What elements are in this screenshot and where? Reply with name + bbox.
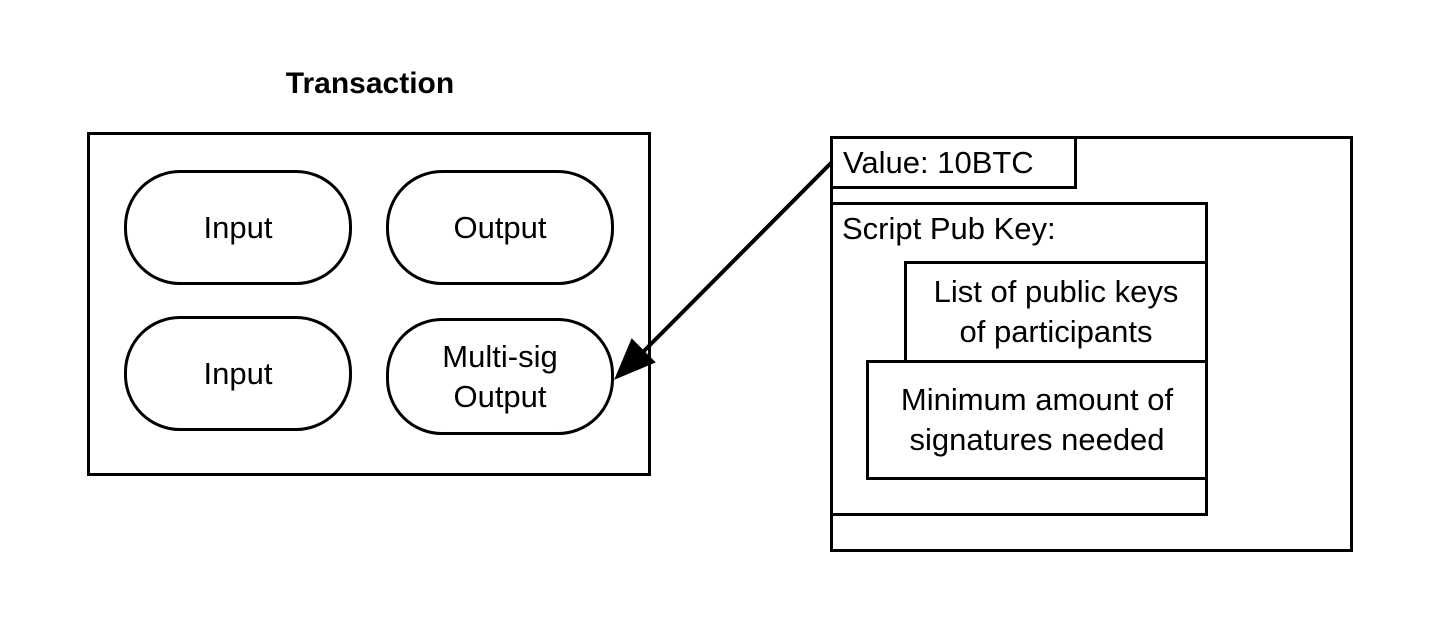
script-pub-key-label: Script Pub Key: xyxy=(842,211,1056,246)
value-box: Value: 10BTC xyxy=(830,136,1077,189)
input-node-2-label: Input xyxy=(203,355,273,391)
input-node-1-label: Input xyxy=(203,209,273,245)
min-signatures-box: Minimum amount of signatures needed xyxy=(866,360,1208,480)
input-node-1: Input xyxy=(124,170,352,285)
value-label: Value: 10BTC xyxy=(843,144,1034,180)
input-node-2: Input xyxy=(124,316,352,431)
multisig-output-node: Multi-sig Output xyxy=(386,318,614,435)
diagram-title: Transaction xyxy=(285,67,455,100)
connector-line xyxy=(638,160,834,357)
multisig-output-label-line-1: Multi-sig xyxy=(442,338,558,374)
min-signatures-line-2: signatures needed xyxy=(909,422,1165,457)
public-keys-line-1: List of public keys xyxy=(933,274,1179,309)
multisig-output-label-line-2: Output xyxy=(453,378,547,414)
output-node: Output xyxy=(386,170,614,285)
output-node-label: Output xyxy=(453,209,547,245)
min-signatures-line-1: Minimum amount of xyxy=(900,382,1174,417)
public-keys-line-2: of participants xyxy=(959,314,1153,349)
public-keys-box: List of public keys of participants xyxy=(904,261,1208,363)
